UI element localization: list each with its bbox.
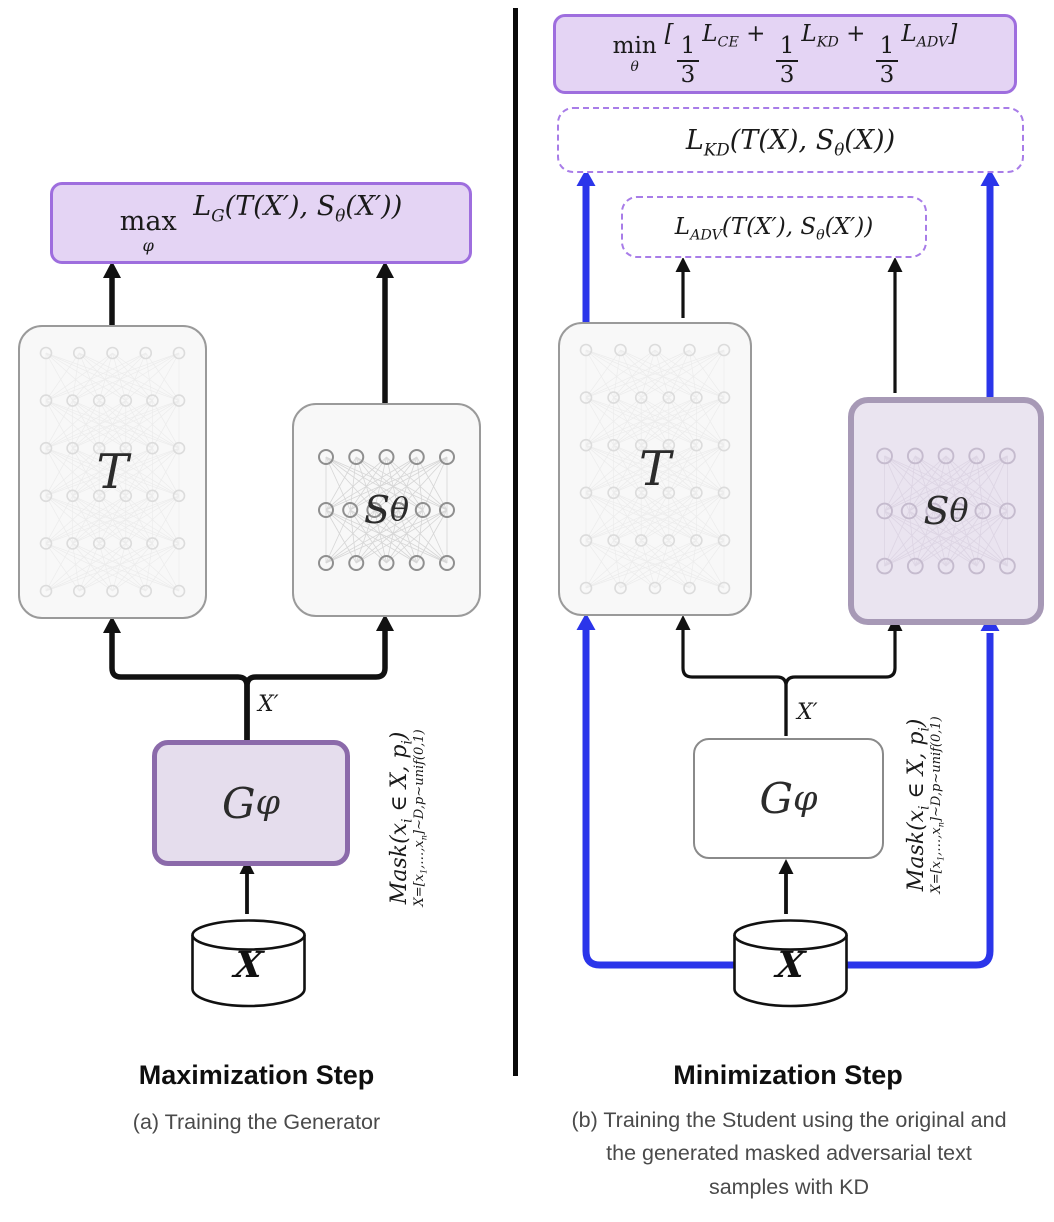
cylinder-icon [191, 919, 306, 1008]
mask-function-text-right: Mask(xi ∈ X, pi) [904, 718, 933, 892]
cylinder-icon-right [733, 919, 848, 1008]
mask-annotation-right: Mask(xi ∈ X, pi) X=[x1,…,xn]∼D,p∼unif(0,… [904, 640, 946, 970]
split-left-arm [109, 632, 250, 740]
right-caption-sub: (b) Training the Student using the origi… [571, 1108, 1007, 1199]
teacher-network-icon [39, 346, 186, 598]
mask-sampling-text: X=[x1,…,xn]∼D,p∼unif(0,1) [412, 729, 429, 907]
split-right-arm-right-panel [784, 629, 897, 736]
teacher-label-right: T [638, 441, 671, 497]
left-panel-arrowheads [103, 261, 394, 874]
mask-function-text: Mask(xi ∈ X, pi) [387, 731, 416, 905]
kd-loss-formula: LKD(T(X), Sθ(X)) [685, 124, 896, 159]
teacher-model-box: T [18, 325, 207, 619]
dataset-label-right: X [774, 944, 807, 986]
left-caption-sub: (a) Training the Generator [132, 1110, 381, 1134]
dataset-cylinder: X [190, 918, 307, 1008]
xprime-label: X′ [258, 692, 279, 717]
split-left-arm-right-panel [681, 628, 788, 736]
right-caption-title: Minimization Step [673, 1060, 903, 1090]
kd-loss-box: LKD(T(X), Sθ(X)) [557, 107, 1024, 173]
student-network-icon [318, 449, 455, 571]
dataset-cylinder-right: X [732, 918, 849, 1008]
xprime-label-right: X′ [797, 700, 818, 725]
left-caption-title: Maximization Step [138, 1060, 375, 1090]
mask-annotation: Mask(xi ∈ X, pi) X=[x1,…,xn]∼D,p∼unif(0,… [387, 653, 429, 983]
right-panel-arrows [681, 271, 897, 914]
adv-loss-formula: LADV(T(X′), Sθ(X′)) [674, 214, 874, 244]
adv-loss-box: LADV(T(X′), Sθ(X′)) [621, 196, 927, 258]
left-panel-arrows [109, 278, 388, 914]
split-right-arm [244, 630, 388, 740]
blue-arrowheads [576, 169, 1000, 631]
teacher-network-icon-right [579, 343, 731, 595]
panel-divider [513, 8, 518, 1076]
mask-sampling-text-right: X=[x1,…,xn]∼D,p∼unif(0,1) [929, 716, 946, 894]
student-network-icon-right [876, 447, 1016, 575]
dataset-label: X [232, 944, 265, 986]
teacher-model-box-right: T [558, 322, 752, 616]
teacher-label: T [96, 444, 129, 500]
